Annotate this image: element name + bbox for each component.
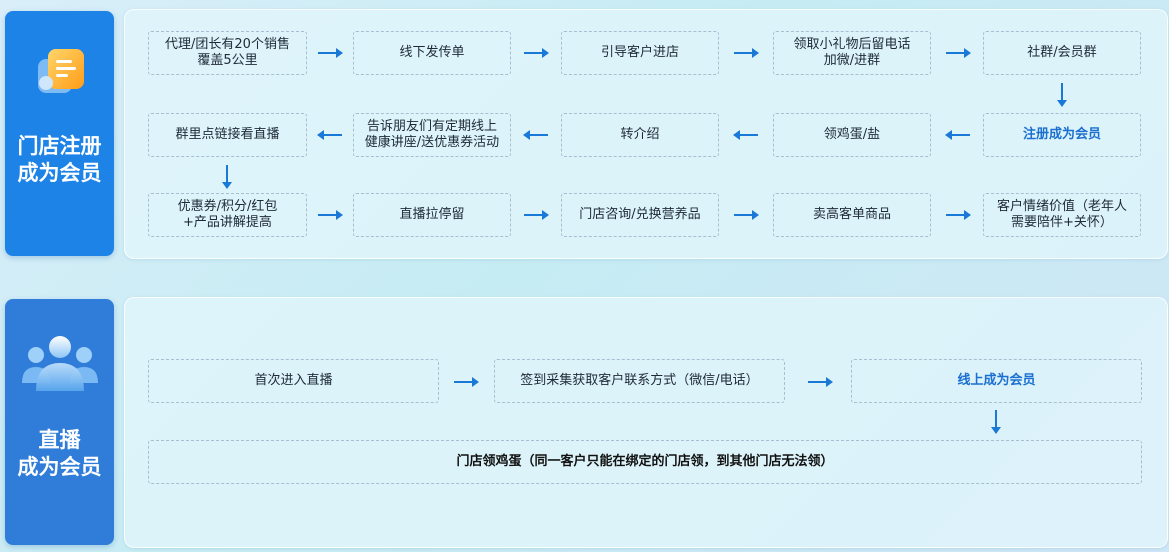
- section2-title: 直播 成为会员: [5, 427, 114, 481]
- arrow-left-icon: [523, 130, 548, 140]
- flow-step-guide-store: 引导客户进店: [561, 31, 719, 75]
- flow-step-live-retention: 直播拉停留: [353, 193, 511, 237]
- arrow-left-icon: [733, 130, 758, 140]
- section1-flow-panel: 代理/团长有20个销售覆盖5公里 线下发传单 引导客户进店 领取小礼物后留电话加…: [124, 9, 1168, 259]
- arrow-right-icon: [318, 210, 343, 220]
- arrow-left-icon: [317, 130, 342, 140]
- flow-step-watch-live: 群里点链接看直播: [148, 113, 307, 157]
- arrow-left-icon: [945, 130, 970, 140]
- section2-title-line1: 直播: [38, 428, 81, 452]
- flow-step-high-value: 卖高客单商品: [773, 193, 931, 237]
- arrow-right-icon: [946, 210, 971, 220]
- flow-step-agent-coverage: 代理/团长有20个销售覆盖5公里: [148, 31, 307, 75]
- arrow-right-icon: [454, 377, 479, 387]
- notes-chat-icon: [38, 49, 84, 93]
- arrow-right-icon: [524, 48, 549, 58]
- flow-step-first-live: 首次进入直播: [148, 359, 439, 403]
- flow-step-store-eggs: 门店领鸡蛋（同一客户只能在绑定的门店领，到其他门店无法领）: [148, 440, 1142, 484]
- users-group-icon: [22, 336, 98, 391]
- arrow-down-icon: [991, 410, 1001, 434]
- flow-step-online-member: 线上成为会员: [851, 359, 1142, 403]
- section1-label-card: 门店注册 成为会员: [5, 11, 114, 256]
- section1-title-line2: 成为会员: [17, 161, 102, 185]
- section1-title-line1: 门店注册: [17, 134, 102, 158]
- flow-step-community: 社群/会员群: [983, 31, 1141, 75]
- flow-step-register-member: 注册成为会员: [983, 113, 1141, 157]
- flow-step-signin-contact: 签到采集获取客户联系方式（微信/电话）: [494, 359, 785, 403]
- section2-label-card: 直播 成为会员: [5, 299, 114, 545]
- flow-step-gift-phone: 领取小礼物后留电话加微/进群: [773, 31, 931, 75]
- section2-flow-panel: 首次进入直播 签到采集获取客户联系方式（微信/电话） 线上成为会员 门店领鸡蛋（…: [124, 297, 1168, 548]
- arrow-down-icon: [1057, 83, 1067, 107]
- arrow-down-icon: [222, 165, 232, 189]
- arrow-right-icon: [318, 48, 343, 58]
- flow-step-referral: 转介绍: [561, 113, 719, 157]
- flow-step-health-lecture: 告诉朋友们有定期线上健康讲座/送优惠券活动: [353, 113, 511, 157]
- flow-step-flyers: 线下发传单: [353, 31, 511, 75]
- arrow-right-icon: [734, 48, 759, 58]
- flow-step-store-consult: 门店咨询/兑换营养品: [561, 193, 719, 237]
- arrow-right-icon: [734, 210, 759, 220]
- flow-step-emotional-value: 客户情绪价值（老年人需要陪伴+关怀）: [983, 193, 1141, 237]
- arrow-right-icon: [946, 48, 971, 58]
- arrow-right-icon: [808, 377, 833, 387]
- flow-step-eggs-salt: 领鸡蛋/盐: [773, 113, 931, 157]
- arrow-right-icon: [524, 210, 549, 220]
- flow-step-coupons: 优惠券/积分/红包+产品讲解提高: [148, 193, 307, 237]
- section2-title-line2: 成为会员: [17, 455, 102, 479]
- section1-title: 门店注册 成为会员: [5, 133, 114, 187]
